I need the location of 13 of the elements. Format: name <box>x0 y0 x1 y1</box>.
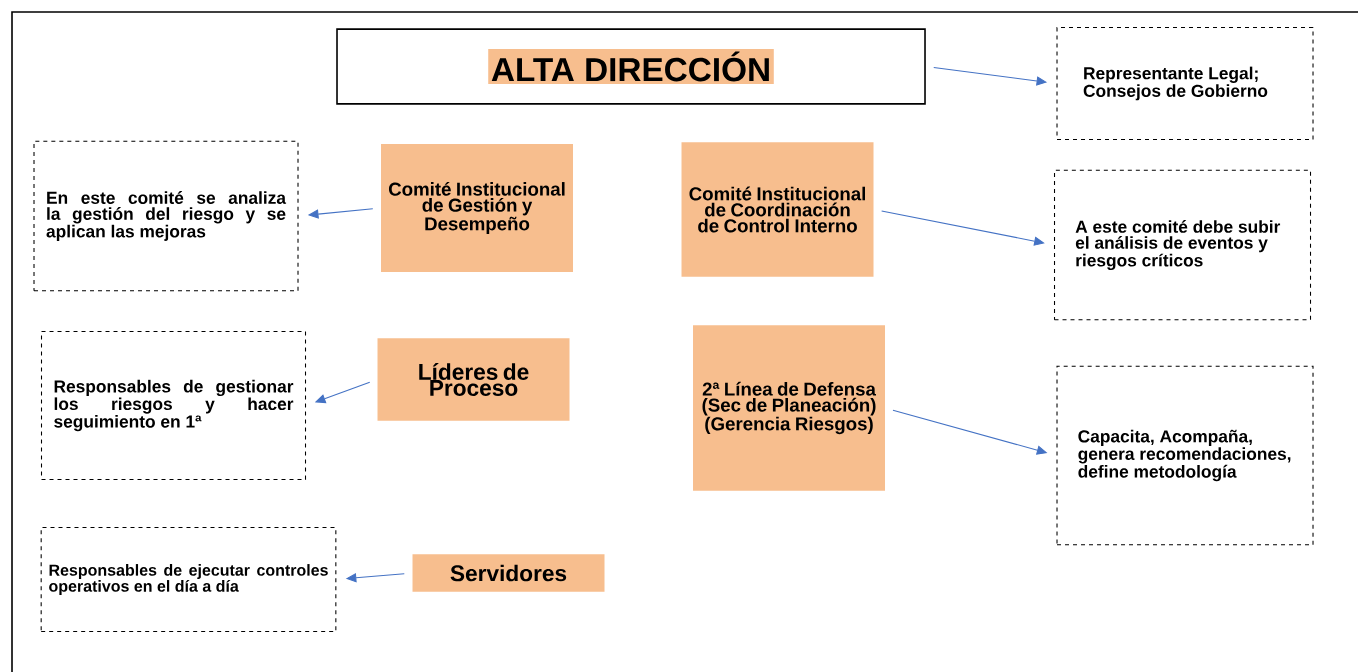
role-box: 2ª Línea de Defensa (Sec de Planeación) (Gerencia Riesgos) <box>693 325 885 491</box>
title-box: ALTA DIRECCIÓN <box>336 28 926 105</box>
dashed-note-box: Responsables de ejecutar controles operativos en el día a día <box>40 526 337 633</box>
arrow <box>881 210 1045 246</box>
dashed-note-box: Representante Legal; Consejos de Gobierno <box>1056 26 1314 141</box>
role-box: Comité Institucional de Coordinación de Control Interno <box>681 142 874 277</box>
role-box: Servidores <box>412 554 605 592</box>
role-box: Líderes de Proceso <box>377 338 570 421</box>
dashed-note-box: Responsables de gestionar los riesgos y hacer seguimiento en 1ª <box>40 330 307 481</box>
dashed-note-box: A este comité debe subir el análisis de eventos y riesgos críticos <box>1053 169 1312 321</box>
dashed-note-box: En este comité se analiza la gestión del riesgo y se aplican las mejoras <box>33 140 299 292</box>
role-box: Comité Institucional de Gestión y Desempeño <box>381 144 573 272</box>
dashed-note-box: Capacita, Acompaña, genera recomendaciones, define metodología <box>1056 365 1314 546</box>
